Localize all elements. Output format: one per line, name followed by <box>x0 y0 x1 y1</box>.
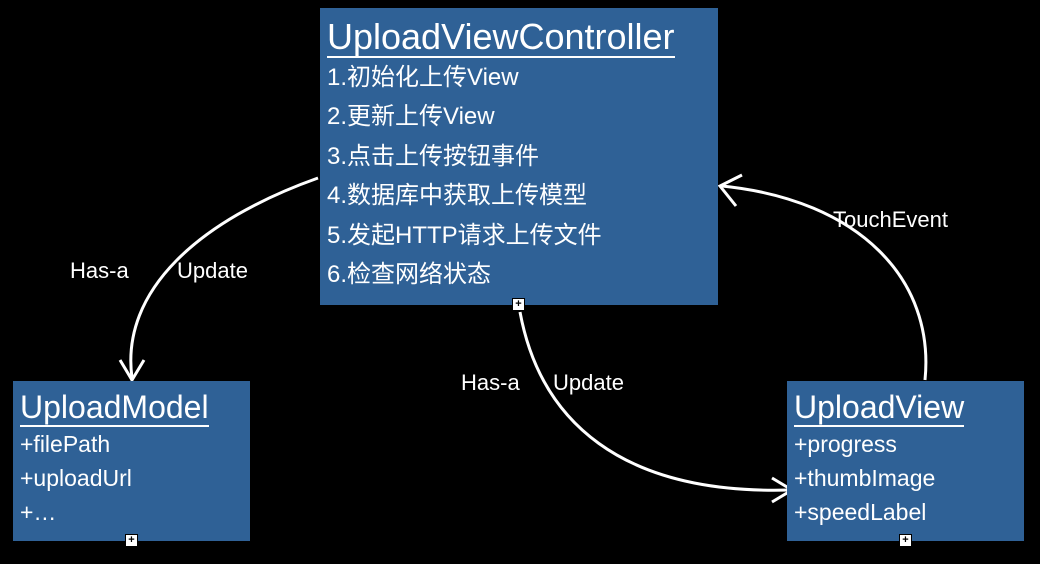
controller-item: 3.点击上传按钮事件 <box>327 142 540 170</box>
arrow-controller-to-model <box>129 176 319 379</box>
controller-item: 2.更新上传View <box>327 103 495 131</box>
model-item: +… <box>20 498 57 525</box>
view-item: +speedLabel <box>794 498 927 525</box>
controller-item: 4.数据库中获取上传模型 <box>327 182 588 210</box>
controller-title: UploadViewController <box>327 16 675 58</box>
arrowhead-controller <box>717 173 743 207</box>
model-title: UploadModel <box>20 389 209 427</box>
upload-view-box: UploadView +progress +thumbImage +speedL… <box>787 381 1024 547</box>
expand-icon[interactable]: + <box>899 534 912 547</box>
model-item: +uploadUrl <box>20 464 132 491</box>
expand-icon[interactable]: + <box>512 298 525 311</box>
edge-label-touch-event: TouchEvent <box>833 207 948 232</box>
controller-item: 5.发起HTTP请求上传文件 <box>327 221 602 249</box>
arrow-view-to-controller <box>721 184 928 381</box>
view-item: +thumbImage <box>794 464 936 491</box>
view-item: +progress <box>794 430 897 457</box>
controller-item: 6.检查网络状态 <box>327 261 492 289</box>
edge-label-has-a: Has-a <box>70 258 129 283</box>
controller-item: 1.初始化上传View <box>327 63 519 91</box>
upload-view-controller-box: UploadViewController 1.初始化上传View 2.更新上传V… <box>320 8 718 311</box>
edge-label-update: Update <box>553 370 624 395</box>
model-item: +filePath <box>20 430 111 457</box>
view-title: UploadView <box>794 389 965 427</box>
edge-label-has-a: Has-a <box>461 370 520 395</box>
expand-icon[interactable]: + <box>125 534 138 547</box>
upload-model-box: UploadModel +filePath +uploadUrl +… + <box>13 381 250 547</box>
arrow-controller-to-view <box>518 311 791 492</box>
arrowhead-model <box>118 359 146 383</box>
edge-label-update: Update <box>177 258 248 283</box>
